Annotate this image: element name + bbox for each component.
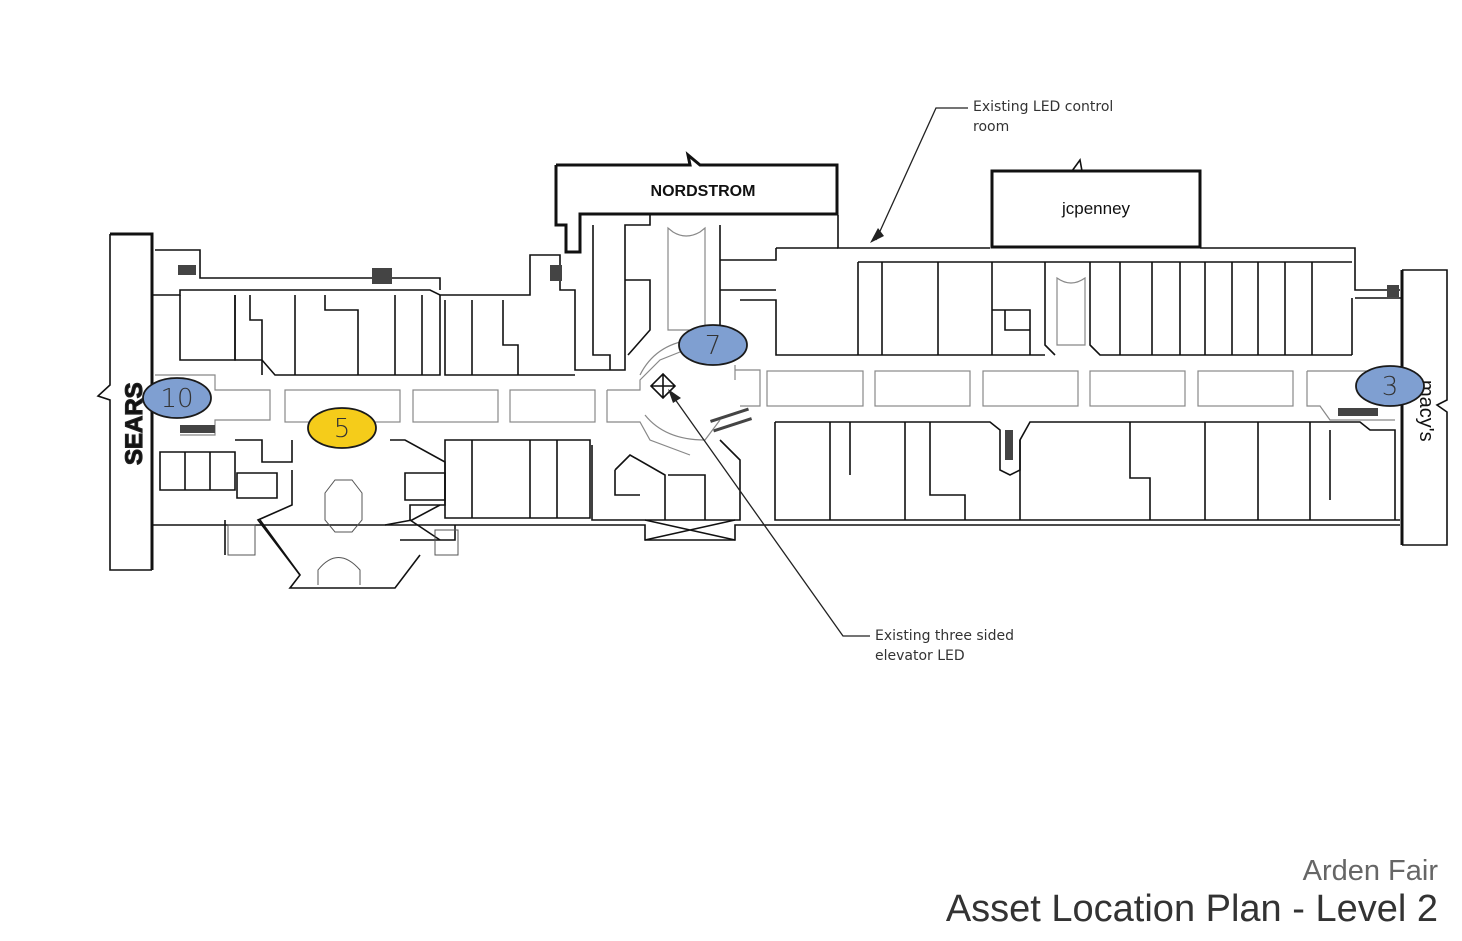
asset-marker-10[interactable]: 10	[142, 377, 212, 419]
plan-title: Asset Location Plan - Level 2	[945, 888, 1438, 930]
callout-elevator-led-line1: Existing three sided	[875, 628, 1014, 644]
shops-south	[444, 421, 1400, 541]
callout-leader-led-control-room	[870, 107, 968, 243]
callout-led-control-room-line1: Existing LED control	[973, 99, 1114, 115]
asset-marker-7[interactable]: 7	[678, 324, 748, 366]
asset-id-10: 10	[160, 384, 193, 414]
callout-leader-elevator-led	[668, 389, 870, 637]
shops-north-middle	[592, 225, 1045, 370]
callout-led-control-room-line2: room	[973, 119, 1010, 135]
asset-marker-5[interactable]: 5	[307, 407, 377, 449]
shops-north-east	[857, 261, 1402, 356]
anchor-macys[interactable]: macy's	[1400, 269, 1448, 546]
anchor-nordstrom[interactable]: NORDSTROM	[554, 151, 839, 254]
anchor-jcpenney[interactable]: jcpenney	[990, 158, 1202, 249]
callout-led-control-room: Existing LED control room	[973, 97, 1113, 137]
callout-elevator-led-line2: elevator LED	[875, 648, 965, 664]
elevator-three-sided-led[interactable]	[649, 372, 677, 400]
asset-marker-3[interactable]: 3	[1355, 365, 1425, 407]
callout-elevator-led: Existing three sided elevator LED	[875, 626, 1014, 666]
asset-id-5: 5	[334, 414, 351, 444]
mall-outline	[152, 215, 1400, 555]
anchor-label-nordstrom: NORDSTROM	[651, 183, 756, 200]
property-name: Arden Fair	[1302, 855, 1438, 887]
stairs	[178, 265, 1399, 460]
shops-north-west	[179, 295, 575, 376]
center-court	[159, 439, 459, 589]
nordstrom-court	[667, 226, 706, 331]
asset-id-3: 3	[1382, 372, 1399, 402]
anchor-label-jcpenney: jcpenney	[1061, 199, 1131, 218]
asset-id-7: 7	[705, 331, 722, 361]
